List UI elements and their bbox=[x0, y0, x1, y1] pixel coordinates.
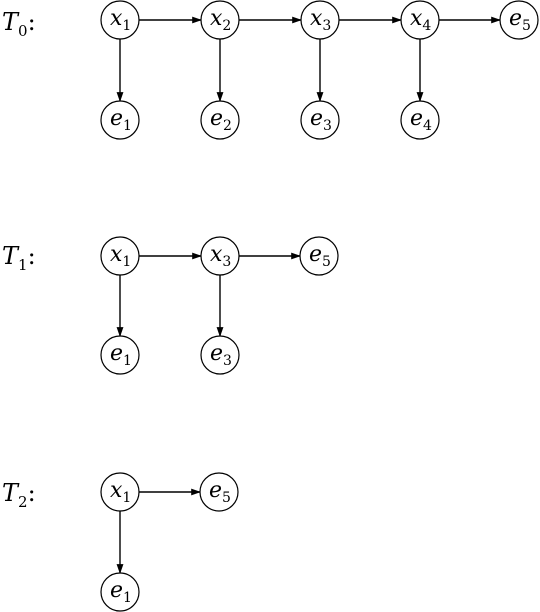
node-t0-e2: e2 bbox=[200, 100, 240, 140]
node-t0-e3: e3 bbox=[300, 100, 340, 140]
node-label: e1 bbox=[110, 341, 132, 369]
tree-label-t0: T0: bbox=[2, 8, 36, 40]
node-t2-e5: e5 bbox=[199, 472, 239, 512]
node-t1-e3: e3 bbox=[200, 335, 240, 375]
node-label: e3 bbox=[310, 106, 332, 134]
node-circle bbox=[200, 100, 240, 140]
node-label: x1 bbox=[110, 478, 131, 506]
node-t0-x4: x4 bbox=[400, 0, 440, 40]
node-t0-x3: x3 bbox=[300, 0, 340, 40]
node-label: e2 bbox=[210, 106, 232, 134]
node-circle bbox=[100, 100, 140, 140]
node-t2-x1: x1 bbox=[100, 472, 140, 512]
node-circle bbox=[400, 0, 440, 40]
tree-label-t1: T1: bbox=[2, 242, 36, 274]
node-circle bbox=[499, 0, 539, 40]
node-t1-x3: x3 bbox=[200, 236, 240, 276]
node-circle bbox=[200, 0, 240, 40]
node-label: e5 bbox=[209, 478, 231, 506]
node-circle bbox=[300, 0, 340, 40]
node-t2-e1: e1 bbox=[100, 572, 140, 612]
node-circle bbox=[100, 572, 140, 612]
node-label: e3 bbox=[210, 341, 232, 369]
node-label: x3 bbox=[310, 6, 331, 34]
node-t1-e5: e5 bbox=[299, 236, 339, 276]
node-circle bbox=[200, 236, 240, 276]
node-circle bbox=[299, 236, 339, 276]
node-t0-e4: e4 bbox=[400, 100, 440, 140]
node-circle bbox=[100, 472, 140, 512]
node-t0-e5: e5 bbox=[499, 0, 539, 40]
node-t0-x2: x2 bbox=[200, 0, 240, 40]
node-label: x2 bbox=[210, 6, 231, 34]
node-label: e5 bbox=[309, 242, 331, 270]
node-circle bbox=[200, 335, 240, 375]
node-label: x1 bbox=[110, 6, 131, 34]
tree-label-t2: T2: bbox=[2, 479, 36, 511]
node-t1-x1: x1 bbox=[100, 236, 140, 276]
node-t0-x1: x1 bbox=[100, 0, 140, 40]
node-t1-e1: e1 bbox=[100, 335, 140, 375]
node-circle bbox=[100, 0, 140, 40]
node-t0-e1: e1 bbox=[100, 100, 140, 140]
node-label: e1 bbox=[110, 106, 132, 134]
node-circle bbox=[300, 100, 340, 140]
node-label: x4 bbox=[410, 6, 431, 34]
node-label: x3 bbox=[210, 242, 231, 270]
node-label: e1 bbox=[110, 578, 132, 606]
node-circle bbox=[400, 100, 440, 140]
node-circle bbox=[199, 472, 239, 512]
node-circle bbox=[100, 236, 140, 276]
node-label: x1 bbox=[110, 242, 131, 270]
node-circle bbox=[100, 335, 140, 375]
node-label: e4 bbox=[410, 106, 432, 134]
node-label: e5 bbox=[509, 6, 531, 34]
